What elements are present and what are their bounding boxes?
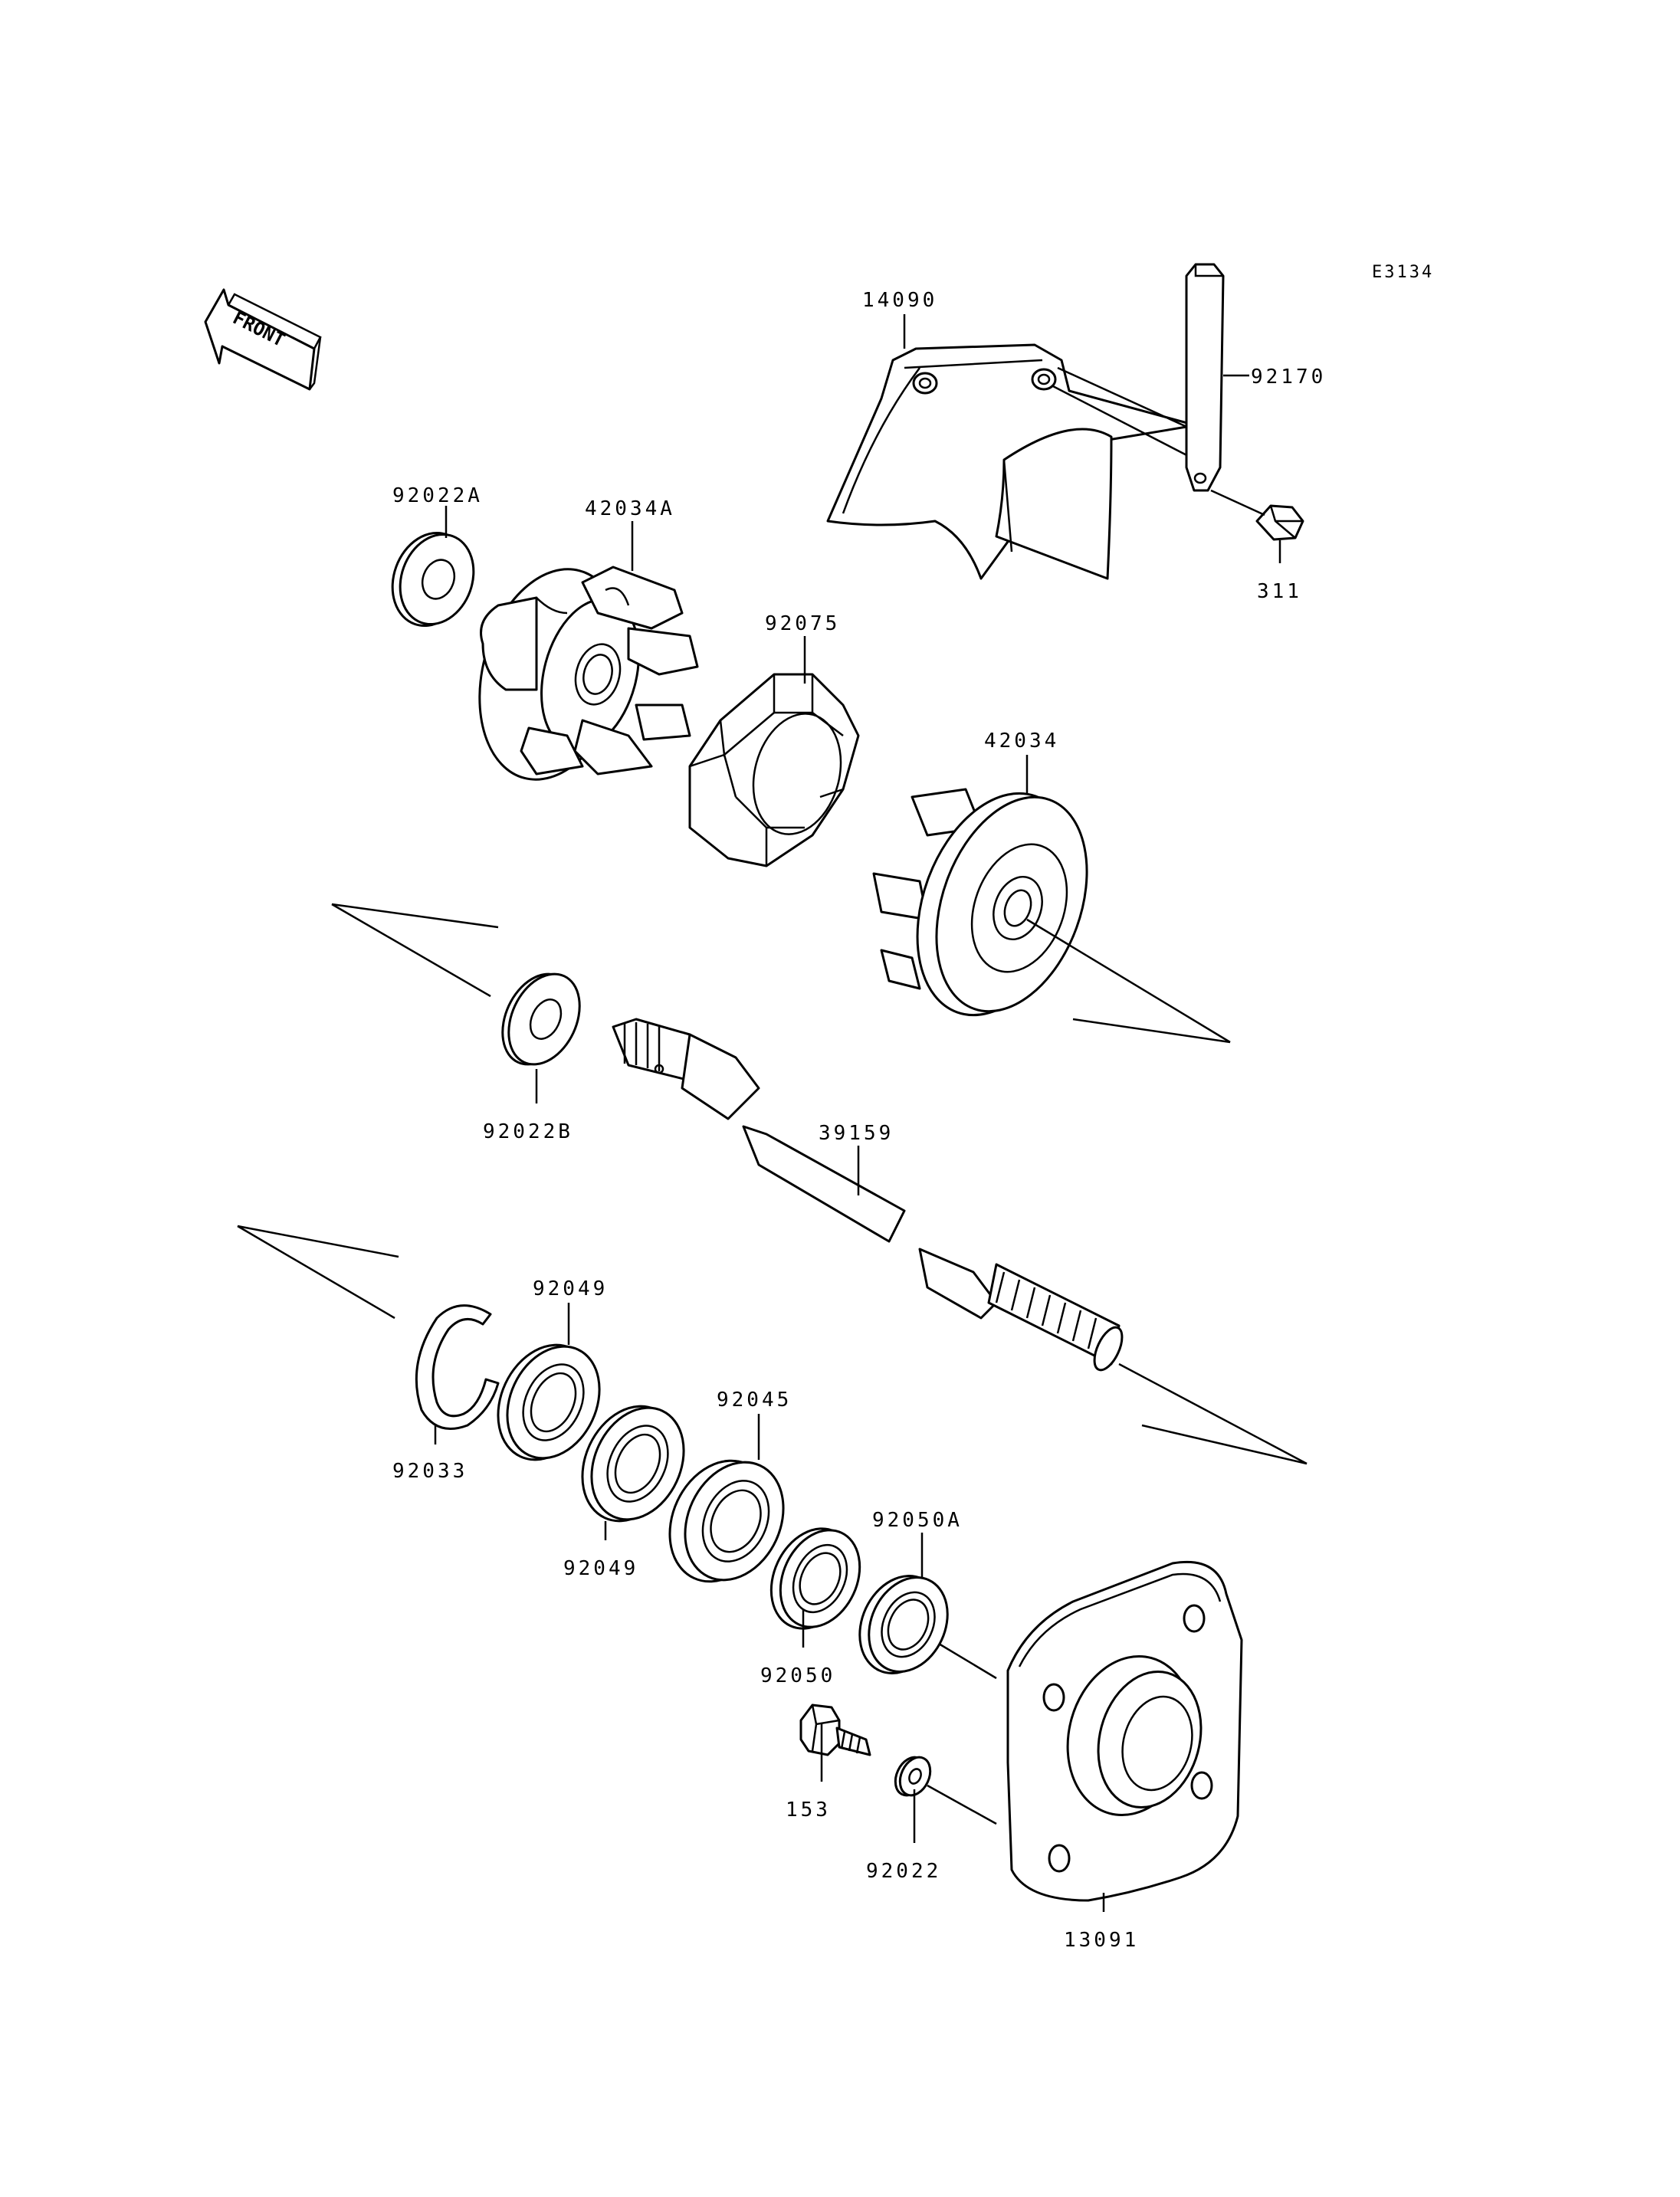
label-92045: 92045: [717, 1389, 792, 1412]
coupling-42034: [872, 788, 1088, 1017]
circlip-92033: [415, 1304, 500, 1430]
label-92049-lower: 92049: [563, 1557, 638, 1580]
label-39159: 39159: [819, 1122, 894, 1145]
cover-14090: [826, 343, 1197, 580]
label-92022B: 92022B: [483, 1120, 573, 1143]
label-92050: 92050: [760, 1664, 835, 1687]
front-arrow-icon: FRONT: [204, 288, 322, 391]
bolt-153: [799, 1703, 871, 1756]
part-labels: 14090 92170 311 92022A 42034A 92075 4203…: [392, 289, 1326, 1952]
label-14090: 14090: [862, 289, 937, 312]
washer-92022B: [501, 972, 581, 1066]
washer-92022: [894, 1756, 997, 1825]
label-42034: 42034: [984, 730, 1059, 753]
label-153: 153: [786, 1799, 831, 1822]
label-13091: 13091: [1064, 1929, 1139, 1952]
oil-seal-92050: [769, 1527, 861, 1630]
bearing-holder-13091: [1006, 1560, 1243, 1902]
coupling-42034A: [478, 566, 699, 781]
label-311: 311: [1257, 580, 1302, 603]
label-42034A: 42034A: [585, 497, 675, 520]
shaft-39159: [612, 1018, 1124, 1372]
projection-lines: [237, 903, 1308, 1465]
washer-92022A: [391, 531, 475, 628]
label-92170: 92170: [1251, 366, 1326, 389]
label-92022: 92022: [866, 1860, 941, 1883]
nut-311: [1255, 504, 1304, 541]
label-92049-upper: 92049: [533, 1277, 608, 1300]
ball-bearing-92045: [668, 1459, 785, 1583]
oil-seal-92050A: [858, 1575, 997, 1680]
label-92050A: 92050A: [872, 1509, 963, 1532]
oil-seal-92049-upper: [497, 1343, 601, 1461]
label-92033: 92033: [392, 1460, 468, 1483]
label-92022A: 92022A: [392, 484, 483, 507]
label-92075: 92075: [765, 612, 840, 635]
clamp-92170: [1185, 263, 1225, 492]
leader-lines: [434, 314, 1281, 1912]
drawing-code: E3134: [1372, 263, 1434, 282]
oil-seal-92049-lower: [581, 1405, 685, 1523]
damper-92075: [688, 673, 860, 867]
